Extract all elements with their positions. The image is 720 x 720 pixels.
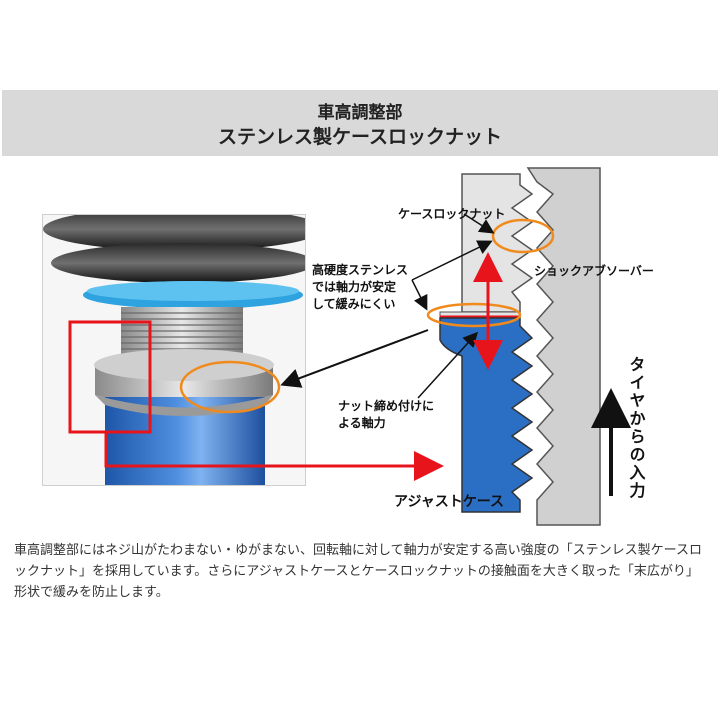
title-line-2: ステンレス製ケースロックナット	[217, 126, 503, 148]
title-line-1: 車高調整部	[317, 103, 403, 123]
adjust-case-shape	[439, 317, 534, 513]
cross-section-diagram: ケースロックナット 高硬度ステンレス では軸力が安定 して緩みにくい ショックア…	[68, 167, 654, 526]
photo-nut-ring	[179, 360, 281, 414]
nut-thread-ring	[491, 218, 555, 254]
label-axial-2: よる軸力	[338, 415, 386, 430]
label-shock-absorber: ショックアブソーバー	[534, 263, 654, 278]
product-photo	[42, 214, 306, 486]
label-tire-input: タイヤからの入力	[627, 356, 646, 500]
label-stainless-3: して緩みにくい	[312, 296, 395, 311]
label-stainless-2: では軸力が安定	[312, 279, 396, 294]
shock-absorber-body	[526, 167, 601, 526]
description-paragraph: 車高調整部にはネジ山がたわまない・ゆがまない、回転軸に対して軸力が安定する高い強…	[14, 543, 702, 600]
label-stainless-1: 高硬度ステンレス	[312, 262, 408, 277]
label-lock-nut: ケースロックナット	[398, 207, 505, 221]
title-banner: 車高調整部 ステンレス製ケースロックナット	[2, 90, 718, 156]
highlight-box	[68, 320, 152, 434]
label-adjust-case: アジャストケース	[394, 494, 504, 510]
contact-ring	[426, 302, 522, 328]
label-axial-1: ナット締め付けに	[338, 398, 434, 413]
